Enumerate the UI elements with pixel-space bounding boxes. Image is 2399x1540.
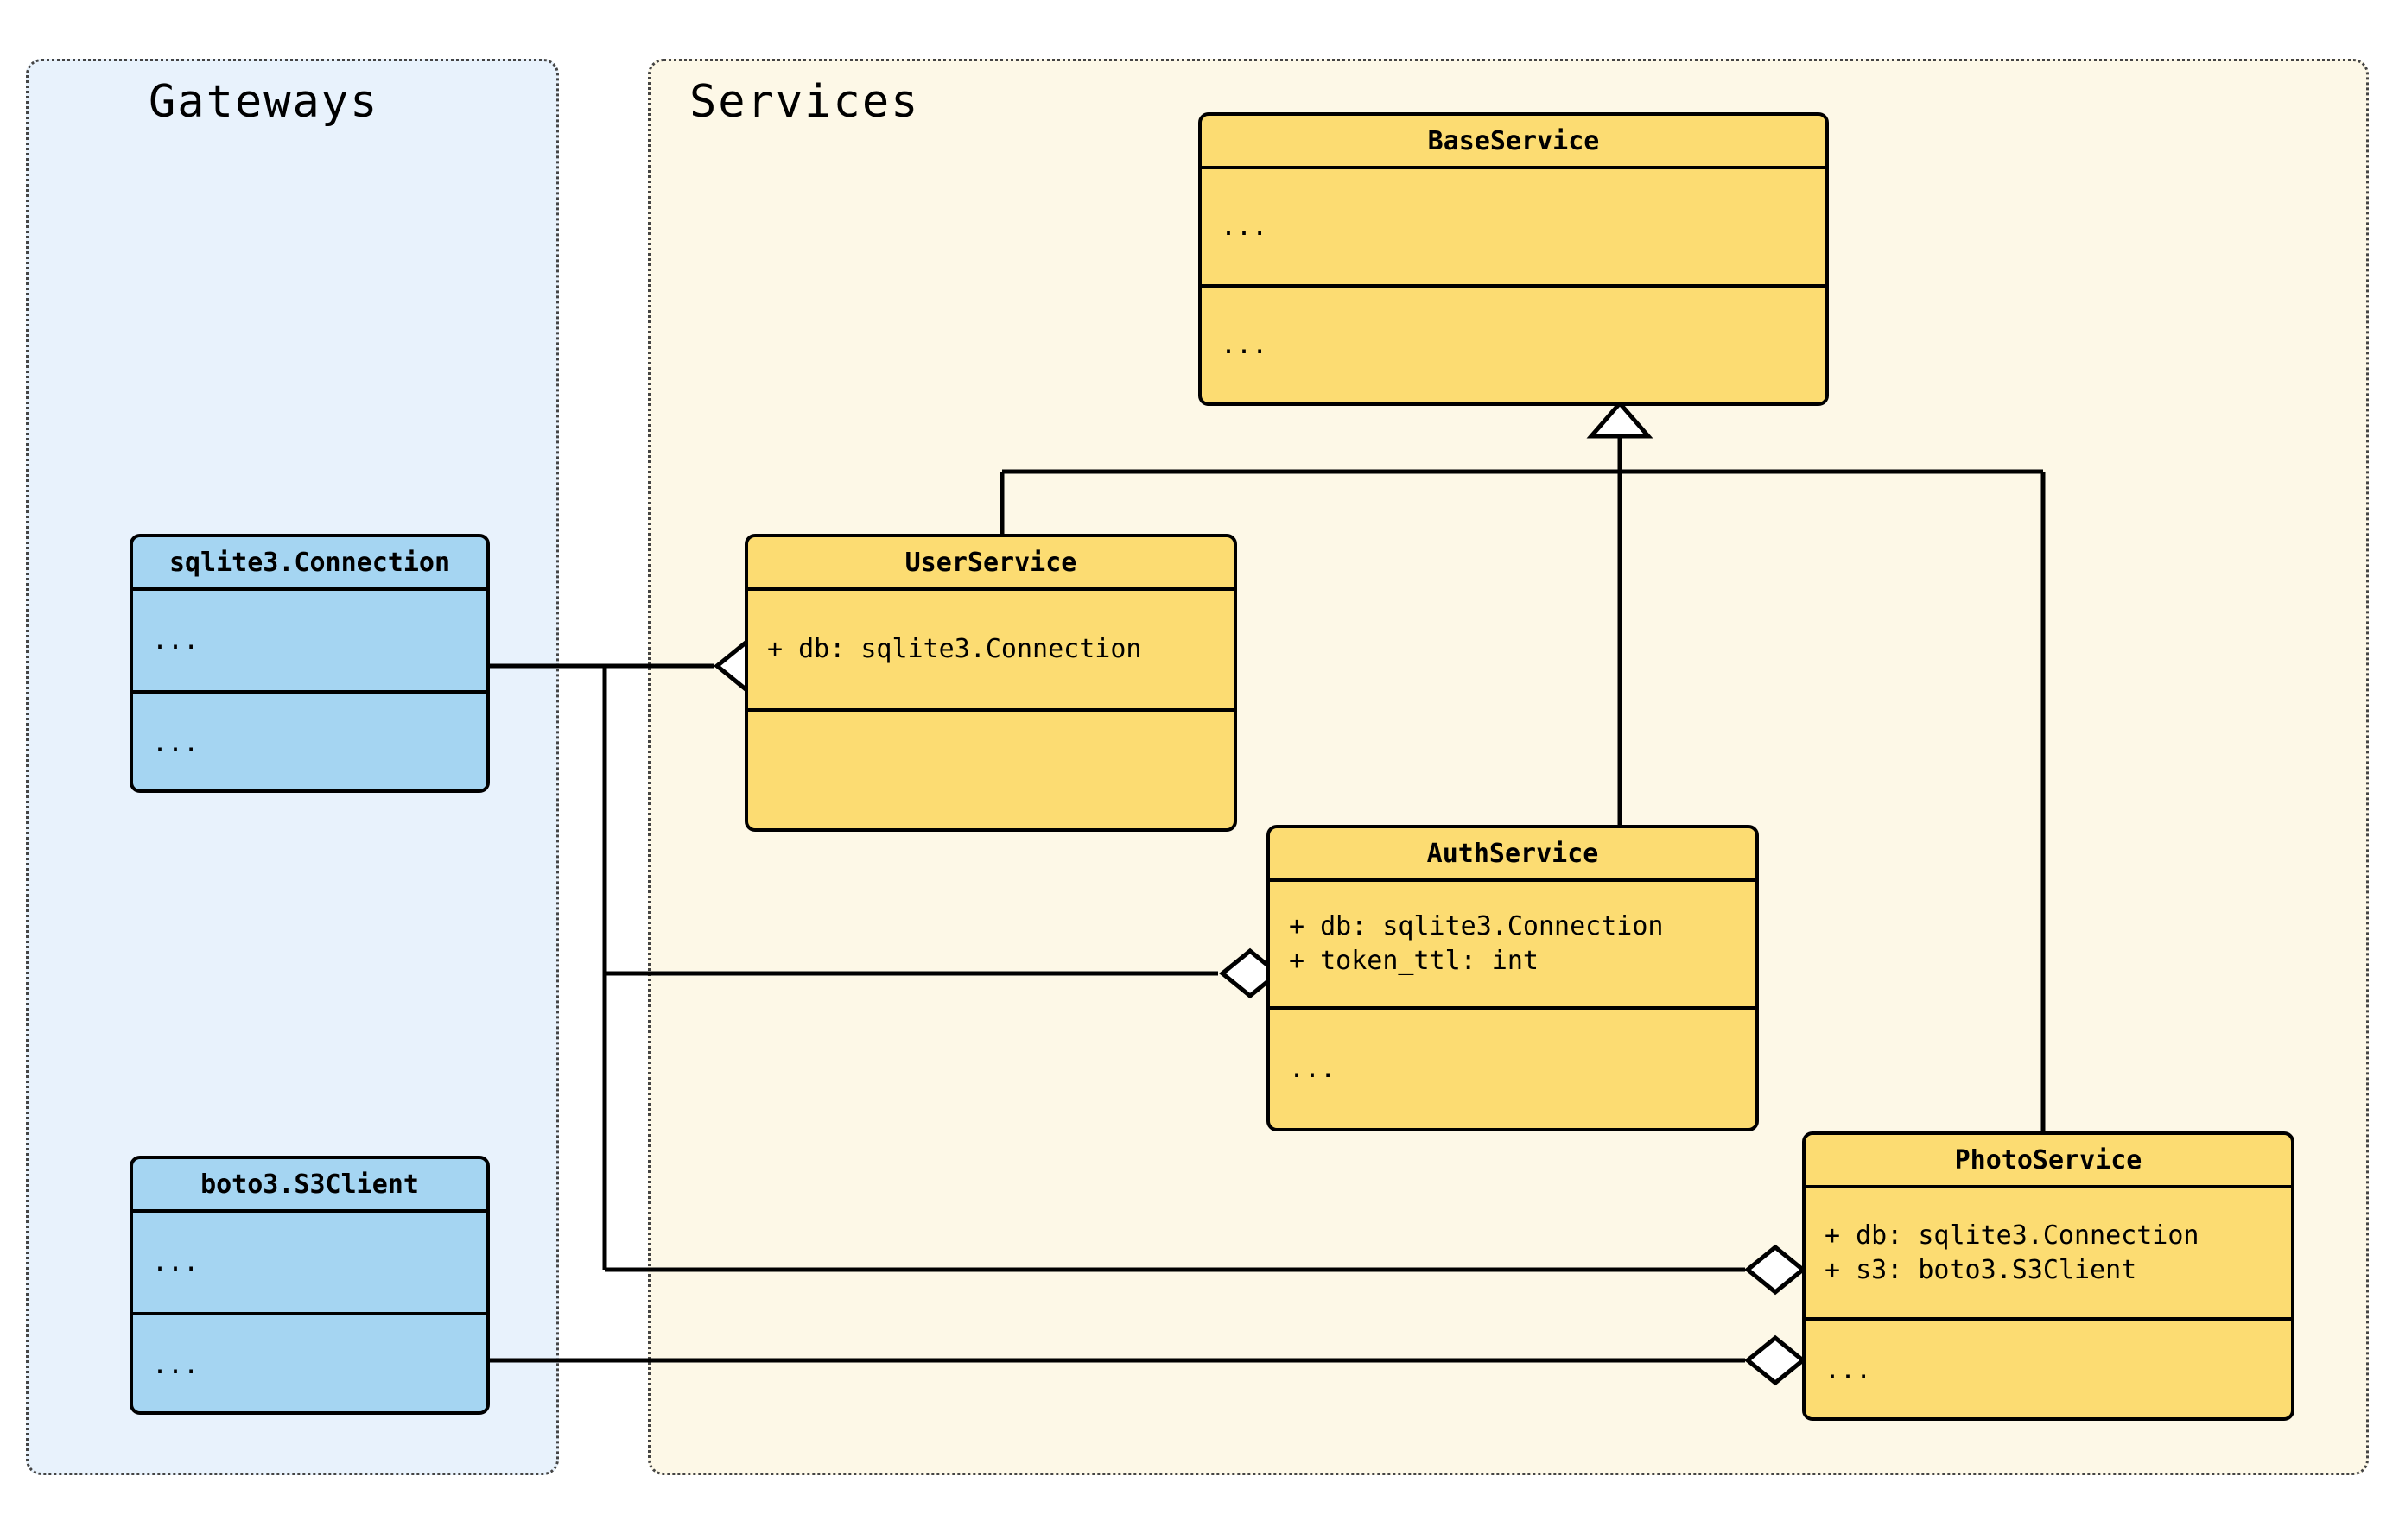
class-attributes-photoservice: + db: sqlite3.Connection + s3: boto3.S3C…: [1806, 1188, 2291, 1321]
package-services-title: Services: [689, 76, 920, 128]
class-methods-authservice: ...: [1289, 1053, 1336, 1084]
class-methods-userservice: [748, 712, 1234, 828]
class-methods-photoservice: ...: [1825, 1355, 1872, 1386]
attribute-row: + s3: boto3.S3Client: [1825, 1254, 2137, 1285]
class-title-photoservice: PhotoService: [1806, 1135, 2291, 1188]
class-title-authservice: AuthService: [1270, 828, 1755, 882]
attribute-row: + db: sqlite3.Connection: [1825, 1220, 2199, 1251]
class-box-boto3-s3client[interactable]: boto3.S3Client ... ...: [130, 1156, 490, 1415]
class-box-userservice[interactable]: UserService + db: sqlite3.Connection: [745, 534, 1237, 832]
class-box-baseservice[interactable]: BaseService ... ...: [1198, 112, 1829, 406]
class-attributes-authservice: + db: sqlite3.Connection + token_ttl: in…: [1270, 882, 1755, 1010]
attribute-row: + token_ttl: int: [1289, 946, 1539, 976]
class-attributes-baseservice: ...: [1202, 169, 1825, 288]
class-methods-sqlite3-connection: ...: [152, 727, 200, 758]
class-attributes-sqlite3-connection: ...: [133, 591, 486, 694]
class-title-baseservice: BaseService: [1202, 116, 1825, 169]
class-title-sqlite3-connection: sqlite3.Connection: [133, 537, 486, 591]
class-attributes-userservice: + db: sqlite3.Connection: [748, 591, 1234, 712]
class-box-authservice[interactable]: AuthService + db: sqlite3.Connection + t…: [1266, 825, 1759, 1131]
class-title-userservice: UserService: [748, 537, 1234, 591]
class-methods-boto3-s3client: ...: [152, 1349, 200, 1380]
class-methods-baseservice: ...: [1221, 329, 1268, 360]
attribute-row: + db: sqlite3.Connection: [1289, 911, 1664, 942]
class-box-sqlite3-connection[interactable]: sqlite3.Connection ... ...: [130, 534, 490, 793]
class-title-boto3-s3client: boto3.S3Client: [133, 1159, 486, 1213]
package-gateways-title: Gateways: [149, 76, 379, 128]
class-attributes-boto3-s3client: ...: [133, 1213, 486, 1315]
class-box-photoservice[interactable]: PhotoService + db: sqlite3.Connection + …: [1802, 1131, 2294, 1421]
